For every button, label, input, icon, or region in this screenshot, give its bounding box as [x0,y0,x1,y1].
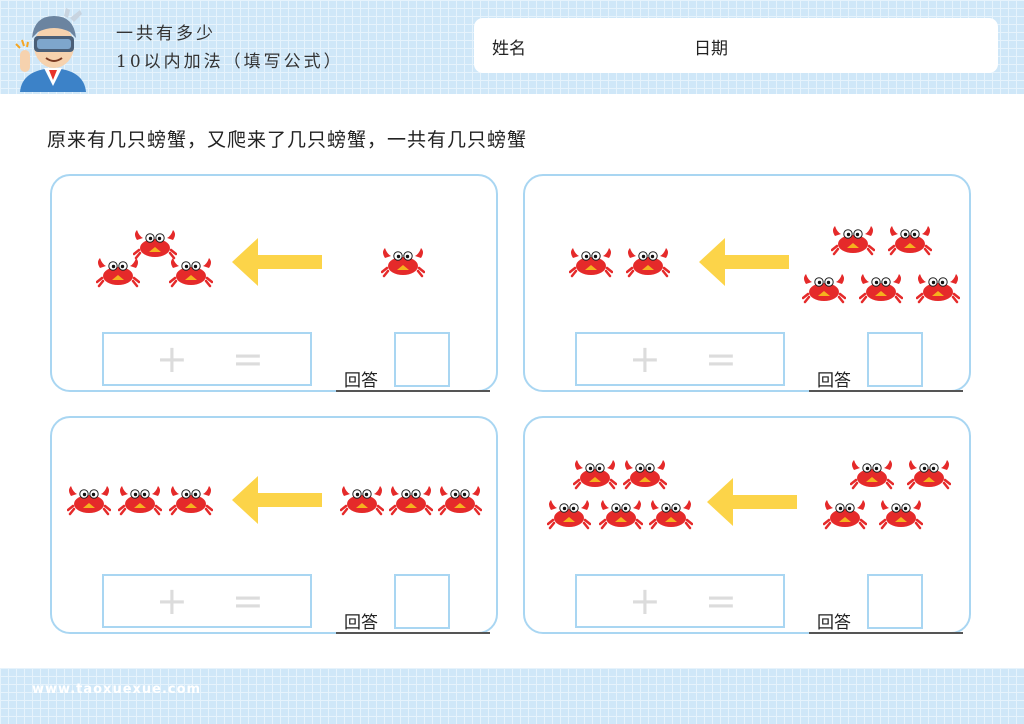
crab-icon [546,498,592,530]
crab-icon [915,272,961,304]
problem-panel-1: + = 回答 [50,174,498,392]
crab-icon [132,228,178,260]
instruction-text: 原来有几只螃蟹，又爬来了几只螃蟹，一共有几只螃蟹 [47,129,528,151]
crab-icon [822,498,868,530]
arrow-left-icon [232,236,322,288]
equals-sign: = [705,579,737,623]
answer-label: 回答 [344,371,378,391]
name-label: 姓名 [492,39,526,59]
plus-sign: + [156,337,188,381]
footer-banner: www.taoxuexue.com [0,668,1024,724]
crab-icon [168,484,214,516]
answer-underline [809,390,963,392]
crab-icon [339,484,385,516]
header-banner: 一共有多少 10以内加法（填写公式） 姓名 日期 [0,0,1024,94]
crab-icon [437,484,483,516]
equation-input-box[interactable]: + = [102,574,312,628]
crab-icon [380,246,426,278]
crab-icon [66,484,112,516]
answer-input-box[interactable] [867,332,923,387]
crab-icon [887,224,933,256]
answer-underline [336,632,490,634]
worksheet-title: 一共有多少 [116,24,216,44]
answer-underline [809,632,963,634]
crab-icon [598,498,644,530]
answer-label: 回答 [344,613,378,633]
arrow-left-icon [699,236,789,288]
crab-icon [117,484,163,516]
crab-icon [572,458,618,490]
plus-sign: + [629,579,661,623]
crab-icon [622,458,668,490]
problem-panel-3: + = 回答 [50,416,498,634]
equals-sign: = [232,337,264,381]
crab-icon [906,458,952,490]
arrow-left-icon [707,476,797,528]
answer-input-box[interactable] [867,574,923,629]
crab-icon [858,272,904,304]
worksheet-subtitle: 10以内加法（填写公式） [116,52,344,72]
equation-input-box[interactable]: + = [102,332,312,386]
crab-icon [849,458,895,490]
arrow-left-icon [232,474,322,526]
date-label: 日期 [694,39,728,59]
crab-icon [878,498,924,530]
answer-input-box[interactable] [394,574,450,629]
crab-icon [168,256,214,288]
crab-icon [95,256,141,288]
answer-underline [336,390,490,392]
footer-url: www.taoxuexue.com [32,682,202,697]
equals-sign: = [705,337,737,381]
problem-panel-4: + = 回答 [523,416,971,634]
answer-label: 回答 [817,613,851,633]
equation-input-box[interactable]: + = [575,574,785,628]
crab-icon [801,272,847,304]
equation-input-box[interactable]: + = [575,332,785,386]
answer-label: 回答 [817,371,851,391]
crab-icon [830,224,876,256]
crab-icon [625,246,671,278]
plus-sign: + [629,337,661,381]
crab-icon [388,484,434,516]
name-date-box: 姓名 日期 [474,18,998,73]
mascot-icon [15,8,86,92]
equals-sign: = [232,579,264,623]
crab-icon [568,246,614,278]
plus-sign: + [156,579,188,623]
answer-input-box[interactable] [394,332,450,387]
problem-panel-2: + = 回答 [523,174,971,392]
crab-icon [648,498,694,530]
